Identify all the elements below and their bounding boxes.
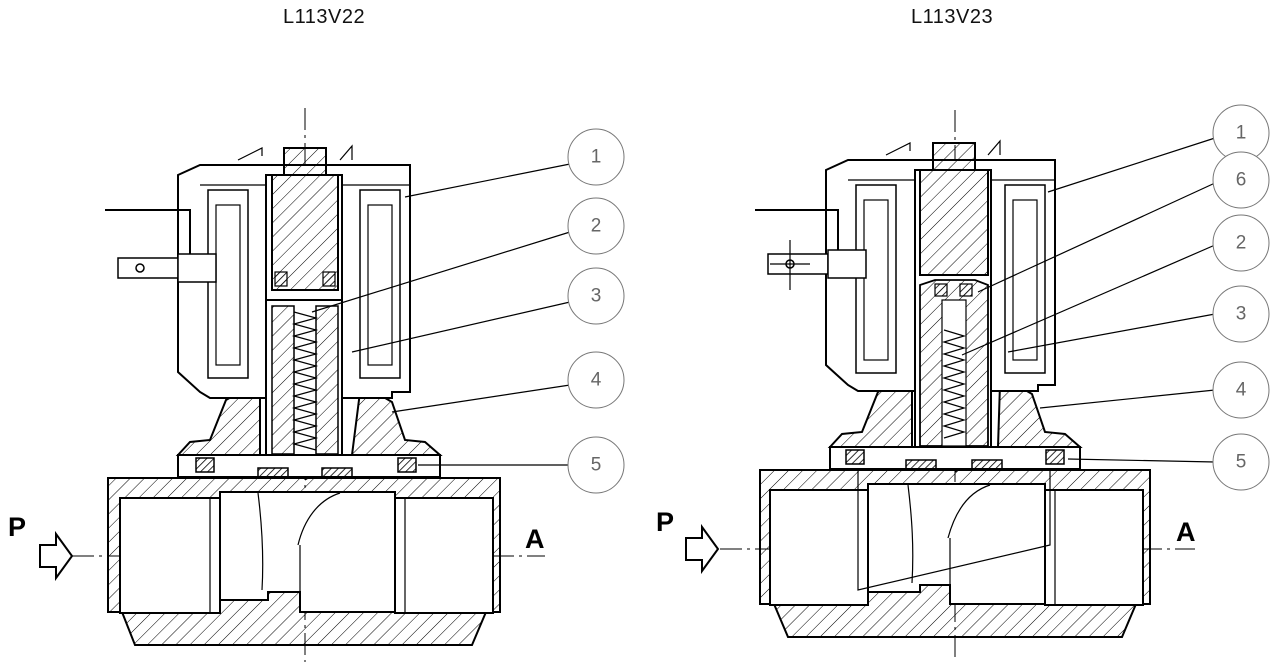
right-callout-6-label: 6 <box>1236 170 1247 191</box>
right-callout-2-label: 2 <box>1236 233 1247 254</box>
left-callout-3-label: 3 <box>591 286 602 307</box>
left-inlet-label: P <box>8 512 26 542</box>
right-inlet-label: P <box>656 507 674 537</box>
left-valve <box>39 108 571 662</box>
left-callout-3 <box>567 267 625 325</box>
right-callout-5-label: 5 <box>1236 452 1247 473</box>
left-valve-body <box>107 471 501 646</box>
left-callout-2 <box>567 197 625 255</box>
left-callout-5-label: 5 <box>591 455 602 476</box>
right-leader-lines <box>961 137 1216 463</box>
right-outlet-label: A <box>1176 517 1196 547</box>
right-callout-3-label: 3 <box>1236 304 1247 325</box>
left-callout-1 <box>567 128 625 186</box>
left-callout-1-label: 1 <box>591 147 602 168</box>
right-callout-1-label: 1 <box>1236 123 1247 144</box>
right-valve-title: L113V23 <box>911 6 994 28</box>
left-callout-2-label: 2 <box>591 216 602 237</box>
left-callout-5 <box>567 436 625 494</box>
left-outlet-label: A <box>525 524 545 554</box>
right-coil <box>755 139 1056 392</box>
left-valve-title: L113V22 <box>283 6 366 28</box>
right-callout-4-label: 4 <box>1236 380 1247 401</box>
right-callout-5 <box>1212 433 1270 491</box>
left-core-plunger <box>265 147 343 456</box>
left-coil <box>105 144 411 399</box>
right-valve-body <box>759 463 1151 638</box>
left-inlet-arrow <box>39 530 74 582</box>
right-bonnet <box>827 383 1083 471</box>
left-callouts: 1 2 3 4 5 <box>567 128 625 494</box>
left-callout-4-label: 4 <box>591 370 602 391</box>
right-callout-4 <box>1212 361 1270 419</box>
right-inlet-arrow <box>685 523 720 575</box>
right-callout-3 <box>1212 285 1270 343</box>
left-callout-4 <box>567 351 625 409</box>
right-callout-2 <box>1212 214 1270 272</box>
right-callouts: 1 6 2 3 4 5 <box>1212 104 1270 491</box>
right-core-plunger <box>914 142 992 448</box>
right-valve <box>685 110 1216 662</box>
right-callout-6 <box>1212 151 1270 209</box>
left-leader-lines <box>311 163 571 466</box>
